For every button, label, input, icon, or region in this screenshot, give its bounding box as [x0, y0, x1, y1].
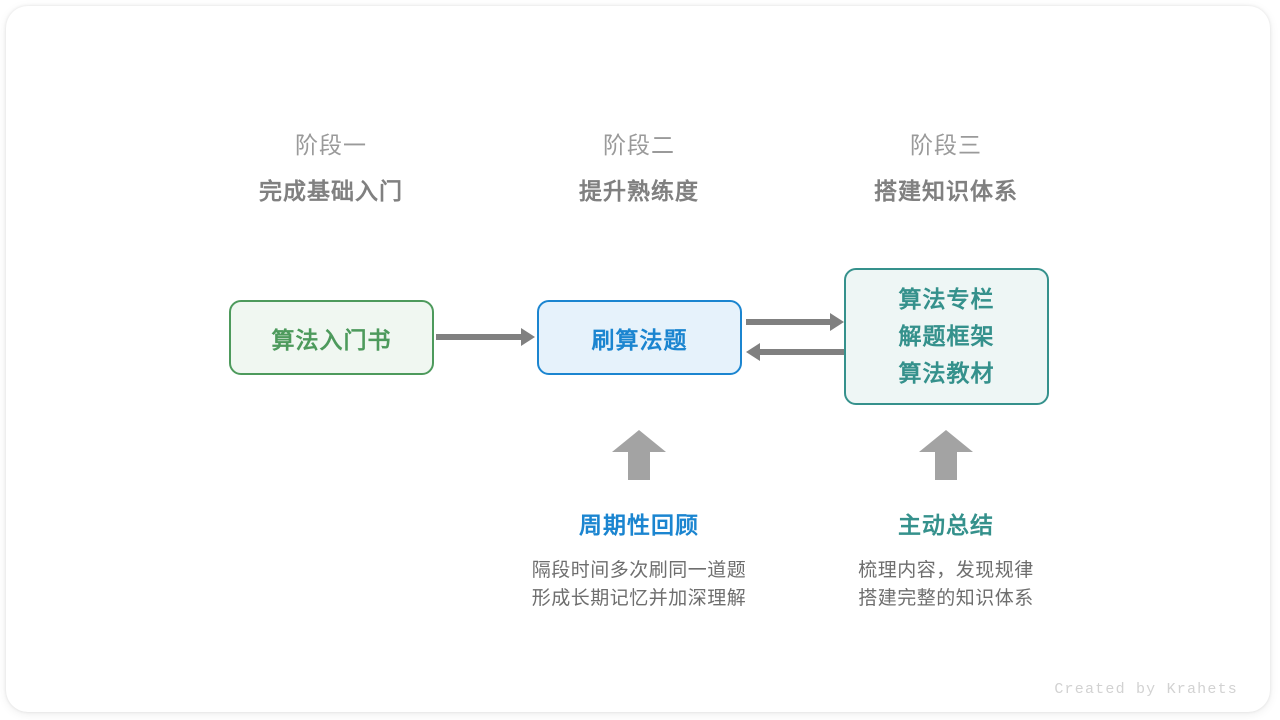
- node-label-resources-3: 算法教材: [898, 360, 995, 386]
- stage-index-3: 阶段三: [910, 132, 982, 158]
- node-label-practice: 刷算法题: [591, 326, 688, 353]
- stage-title-3: 搭建知识体系: [874, 178, 1018, 204]
- node-practice-problems[interactable]: 刷算法题: [537, 300, 742, 375]
- stage-index-1: 阶段一: [295, 132, 367, 158]
- arrow-up-icon-review: [612, 430, 666, 480]
- annotation-title-review: 周期性回顾: [579, 512, 699, 538]
- stage-index-2: 阶段二: [603, 132, 675, 158]
- node-learning-resources[interactable]: 算法专栏 解题框架 算法教材: [844, 268, 1049, 405]
- node-label-resources-2: 解题框架: [898, 323, 995, 349]
- annotation-periodic-review: 周期性回顾 隔段时间多次刷同一道题 形成长期记忆并加深理解: [469, 509, 809, 613]
- annotation-title-summary: 主动总结: [898, 512, 994, 538]
- node-label-book: 算法入门书: [271, 326, 392, 353]
- arrow-up-shaft-summary: [935, 449, 957, 480]
- node-algorithm-intro-book[interactable]: 算法入门书: [229, 300, 434, 375]
- node-label-resources-1: 算法专栏: [898, 286, 995, 312]
- annotation-active-summary: 主动总结 梳理内容，发现规律 搭建完整的知识体系: [776, 509, 1116, 613]
- annotation-desc-summary-line2: 搭建完整的知识体系: [858, 588, 1034, 609]
- arrow-right-icon-book-to-practice: [436, 334, 523, 340]
- stage-header-1: 阶段一 完成基础入门: [181, 128, 481, 208]
- arrow-up-head-review: [612, 430, 666, 452]
- annotation-desc-review-line2: 形成长期记忆并加深理解: [531, 588, 747, 609]
- footer-credit: Created by Krahets: [1054, 681, 1238, 698]
- stage-header-2: 阶段二 提升熟练度: [489, 128, 789, 208]
- arrow-up-head-summary: [919, 430, 973, 452]
- annotation-desc-summary: 梳理内容，发现规律 搭建完整的知识体系: [776, 557, 1116, 613]
- arrow-left-icon-resources-to-practice: [758, 349, 844, 355]
- annotation-desc-review-line1: 隔段时间多次刷同一道题: [531, 560, 747, 581]
- stage-header-3: 阶段三 搭建知识体系: [796, 128, 1096, 208]
- stage-title-2: 提升熟练度: [579, 178, 699, 204]
- annotation-desc-review: 隔段时间多次刷同一道题 形成长期记忆并加深理解: [469, 557, 809, 613]
- annotation-desc-summary-line1: 梳理内容，发现规律: [858, 560, 1034, 581]
- arrow-right-icon-practice-to-resources: [746, 319, 832, 325]
- arrow-up-icon-summary: [919, 430, 973, 480]
- stage-title-1: 完成基础入门: [259, 178, 403, 204]
- arrow-up-shaft-review: [628, 449, 650, 480]
